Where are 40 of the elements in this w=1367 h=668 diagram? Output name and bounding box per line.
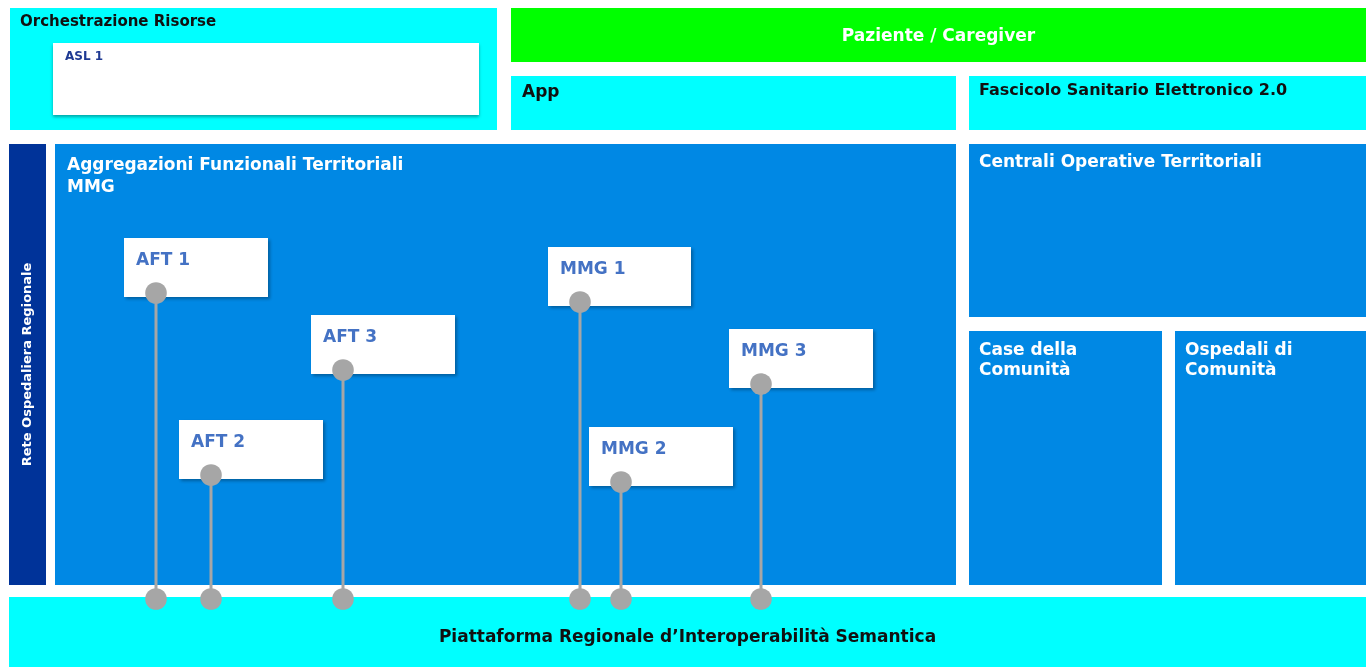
entity-card	[548, 247, 691, 306]
section-panel	[53, 43, 479, 115]
entity-card	[179, 420, 323, 479]
section-panel	[969, 144, 1366, 317]
section-panel	[1175, 331, 1366, 585]
section-band	[9, 597, 1366, 667]
heading-text: Paziente / Caregiver	[841, 23, 1036, 47]
entity-card	[124, 238, 268, 297]
section-panel	[511, 76, 956, 130]
heading-text: AFT 2	[191, 430, 246, 453]
banner-bar	[511, 8, 1366, 62]
connector-line	[332, 359, 354, 610]
heading-text: ASL 1	[65, 49, 104, 65]
heading-text: Orchestrazione Risorse	[20, 12, 217, 32]
heading-text: AFT 3	[323, 325, 378, 348]
section-panel	[969, 76, 1366, 130]
heading-text: Aggregazioni Funzionali Territoriali MMG	[67, 153, 405, 198]
connector-line	[200, 464, 222, 610]
connector-line	[569, 291, 591, 610]
entity-card	[589, 427, 733, 486]
heading-text: App	[522, 80, 560, 103]
heading-text: MMG 3	[741, 339, 807, 362]
section-panel	[55, 144, 956, 585]
heading-text: Rete Ospedaliera Regionale	[19, 262, 36, 467]
section-panel	[10, 8, 497, 130]
heading-text: Case della Comunità	[979, 339, 1079, 380]
heading-text: MMG 1	[560, 257, 626, 280]
section-panel	[969, 331, 1162, 585]
heading-text: Centrali Operative Territoriali	[979, 150, 1262, 173]
heading-text: AFT 1	[136, 248, 191, 271]
connector-line	[145, 282, 167, 610]
entity-card	[729, 329, 873, 388]
connector-line	[610, 471, 632, 610]
heading-text: Ospedali di Comunità	[1185, 339, 1294, 380]
entity-card	[311, 315, 455, 374]
heading-text: Fascicolo Sanitario Elettronico 2.0	[979, 80, 1288, 101]
heading-text: Piattaforma Regionale d’Interoperabilità Semantica	[438, 624, 937, 647]
heading-text: MMG 2	[601, 437, 667, 460]
connector-line	[750, 373, 772, 610]
section-band	[9, 144, 46, 585]
